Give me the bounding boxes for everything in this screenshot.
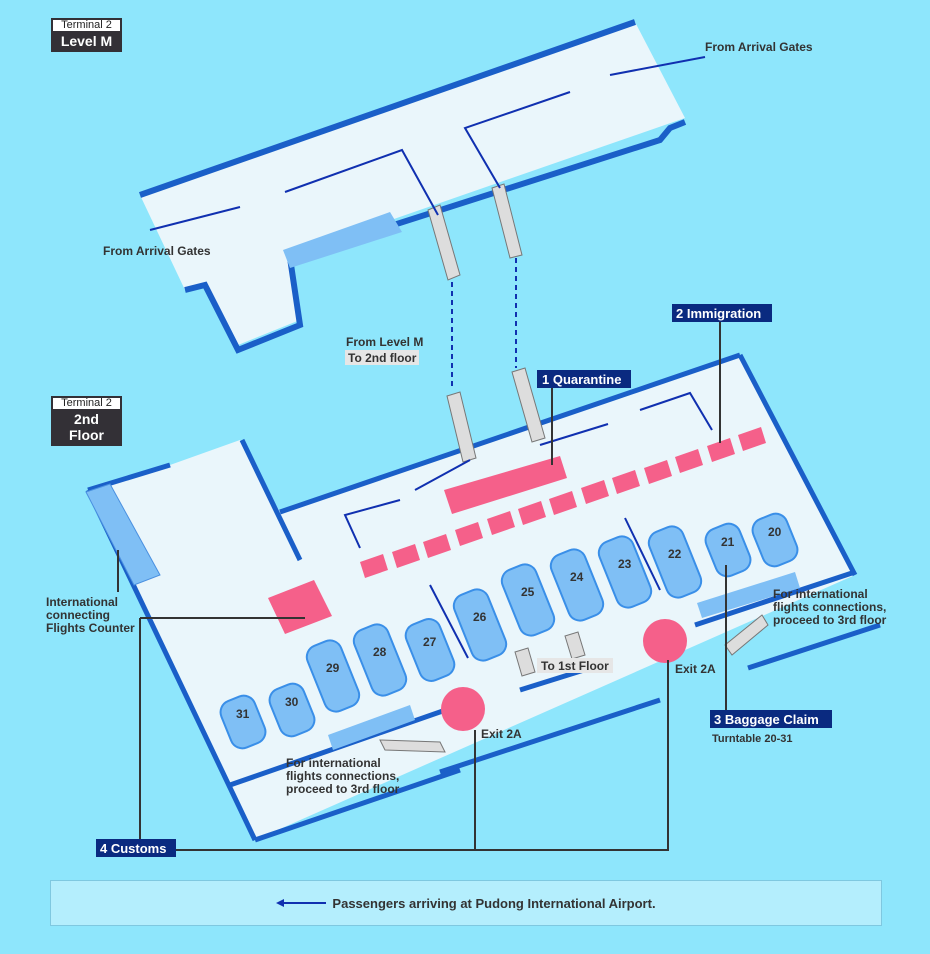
desk [581,480,609,504]
connections-note-left: For international flights connections, p… [286,756,400,796]
desk [675,449,703,473]
svg-text:For international: For international [286,756,381,770]
desk [518,501,546,525]
to-1st-floor: To 1st Floor [541,659,609,673]
level-m-wall-lower [184,119,687,354]
from-gates-right: From Arrival Gates [705,40,813,54]
step-immigration: 2 Immigration [676,306,761,321]
desk [644,460,672,484]
desk [612,470,640,494]
step-customs: 4 Customs [100,841,166,856]
desk [549,491,577,515]
svg-text:International: International [46,595,118,609]
connection-belt-left [328,705,415,750]
svg-text:21: 21 [721,535,735,549]
carousel-25: 25 [500,563,556,637]
quarantine-desk [444,456,567,514]
svg-text:20: 20 [768,525,782,539]
svg-text:23: 23 [618,557,632,571]
carousel-31: 31 [219,694,267,750]
legend-text: Passengers arriving at Pudong Internatio… [332,895,656,911]
connections-note-right: For international flights connections, p… [773,587,887,627]
carousel-30: 30 [268,682,316,738]
exit-label-right: Exit 2A [675,662,716,676]
to-2nd-floor: To 2nd floor [348,351,417,365]
svg-text:31: 31 [236,707,250,721]
svg-text:22: 22 [668,547,682,561]
desk [738,427,766,451]
svg-text:26: 26 [473,610,487,624]
carousel-27: 27 [404,618,456,682]
immigration-desks [360,427,766,578]
level-m-wall [139,19,636,198]
carousel-20: 20 [751,512,799,568]
desk [423,534,451,558]
desk [360,554,388,578]
step-quarantine: 1 Quarantine [542,372,621,387]
turntable-range: Turntable 20-31 [712,733,793,745]
svg-text:For international: For international [773,587,868,601]
svg-text:24: 24 [570,570,584,584]
desk [707,438,735,462]
carousel-21: 21 [704,522,752,578]
desk [392,544,420,568]
connection-counter [268,580,332,634]
svg-text:25: 25 [521,585,535,599]
connection-belt-right [697,572,800,618]
carousel-28: 28 [352,623,408,697]
svg-text:29: 29 [326,661,340,675]
exit-2a-right[interactable] [643,619,687,663]
svg-text:connecting: connecting [46,608,110,622]
escalators [379,183,769,753]
svg-text:30: 30 [285,695,299,709]
svg-text:28: 28 [373,645,387,659]
escalator-links [451,258,517,390]
from-level-m: From Level M [346,335,423,349]
carousel-29: 29 [305,639,361,713]
exit-label-left: Exit 2A [481,727,522,741]
carousels: 20 21 22 23 24 25 26 27 28 29 30 31 [219,512,799,750]
carousel-26: 26 [452,588,508,662]
level-m-area [283,212,402,268]
legend: Passengers arriving at Pudong Internatio… [50,880,882,926]
svg-text:27: 27 [423,635,437,649]
svg-text:flights connections,: flights connections, [286,769,399,783]
second-floor-walls [85,352,881,843]
desk [487,511,515,535]
carousel-23: 23 [597,535,653,609]
carousel-24: 24 [549,548,605,622]
arrow-left-icon [276,899,327,907]
from-gates-left: From Arrival Gates [103,244,211,258]
level-m-floor [140,22,685,345]
exit-2a-left[interactable] [441,687,485,731]
desk [455,522,483,546]
step-baggage-claim: 3 Baggage Claim [714,712,819,727]
svg-text:proceed to 3rd floor: proceed to 3rd floor [773,613,887,627]
svg-text:Flights Counter: Flights Counter [46,621,135,635]
carousel-22: 22 [647,525,703,599]
counter-label: International connecting Flights Counter [46,595,135,635]
svg-text:flights connections,: flights connections, [773,600,886,614]
svg-text:proceed to 3rd floor: proceed to 3rd floor [286,782,400,796]
